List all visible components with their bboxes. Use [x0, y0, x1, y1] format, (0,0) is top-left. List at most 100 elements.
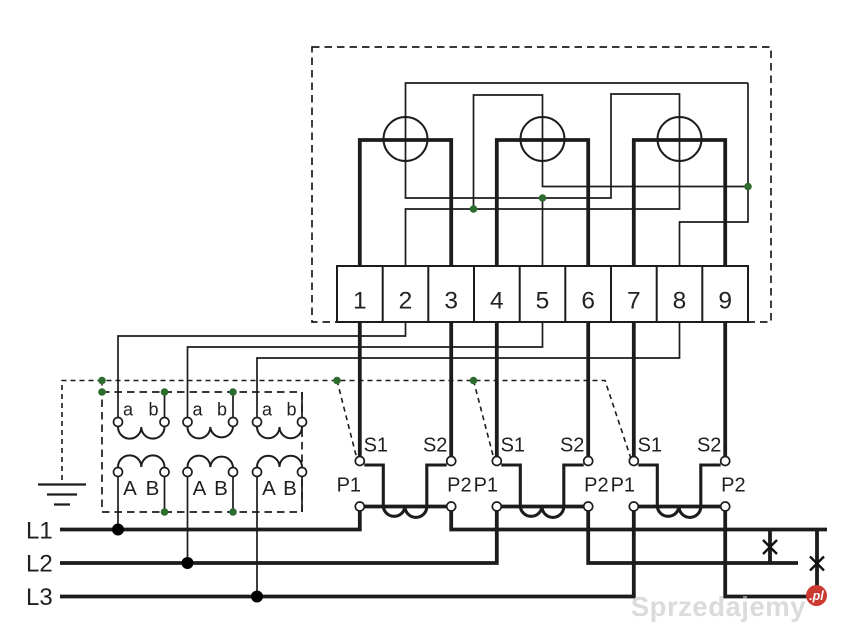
link-x-marks [762, 539, 825, 572]
terminal-label-6: 6 [581, 288, 595, 315]
meter-elements [382, 116, 703, 162]
ct3-terminal-p1 [628, 501, 640, 512]
vt3-terminal-A [251, 466, 263, 478]
phase-line-l3 [60, 511, 817, 599]
ct2-secondary-path [501, 463, 584, 519]
phase-busbars: L1 L2 L3 [26, 511, 827, 611]
voltage-leads [117, 322, 681, 418]
junction-dot [744, 182, 752, 191]
terminal-label-4: 4 [490, 288, 504, 315]
watermark: Sprzedajemy .pl [631, 585, 827, 622]
junction-dot [160, 508, 169, 516]
junction-dot [469, 205, 478, 213]
voltage-transformer-1: a b A B [112, 400, 170, 500]
meter-element-1 [382, 116, 429, 162]
ct1-label-p1: P1 [337, 475, 361, 497]
vt3-primary-winding [256, 454, 303, 468]
ct1-terminal-s1 [354, 455, 366, 467]
junction-dot [469, 376, 478, 385]
phase-line-l1 [60, 511, 827, 532]
vt2-secondary-winding [186, 426, 234, 440]
ct1-terminal-p1 [354, 501, 366, 512]
terminal-label-1: 1 [353, 288, 367, 315]
vt1-label-A: A [123, 477, 137, 500]
terminal-label-8: 8 [673, 288, 687, 315]
voltage-transformer-box: a b A B a b A B a b A B [98, 388, 308, 597]
junction-dot [98, 376, 106, 385]
ct2-terminal-s1 [491, 455, 503, 467]
meter-element-3 [656, 116, 703, 162]
voltage-net-middle-branch [472, 94, 748, 209]
watermark-pl-badge [806, 585, 827, 606]
earth-symbol [38, 483, 86, 506]
terminal-labels: 1 2 3 4 5 6 7 8 9 [353, 288, 732, 315]
vt2-terminal-B [227, 466, 239, 478]
junction-dot [538, 194, 547, 202]
junction-dot [333, 376, 341, 385]
lead-terminal8-to-vt3 [256, 322, 681, 418]
vt1-primary-winding [117, 454, 166, 468]
vt2-terminal-b [227, 416, 239, 428]
lead-terminal2-to-vt1 [117, 322, 407, 418]
junction-dot-black [251, 590, 263, 603]
vt2-label-b: b [217, 400, 227, 420]
ct1-secondary-path [364, 463, 447, 519]
current-transformer-3: S1 S2 P1 P2 [611, 435, 746, 519]
phase-line-l2 [60, 511, 798, 565]
current-transformer-1: S1 S2 P1 P2 [337, 435, 472, 519]
ct2-label-p2: P2 [584, 475, 608, 497]
vt3-label-B: B [283, 477, 297, 500]
vt2-label-a: a [192, 400, 203, 420]
terminal-label-5: 5 [536, 288, 550, 315]
ct-secondary-risers [357, 322, 728, 457]
terminal-label-2: 2 [399, 288, 413, 315]
junction-dot [160, 388, 169, 396]
ct1-terminal-p2 [445, 501, 457, 512]
junction-dot-black [181, 557, 194, 569]
ct2-terminal-p2 [582, 501, 594, 512]
junction-dot-black [112, 523, 124, 536]
vt1-label-b: b [148, 400, 158, 420]
voltage-transformer-3: a b A B [251, 400, 308, 500]
vt3-label-A: A [262, 477, 276, 500]
terminal-label-3: 3 [444, 288, 458, 315]
vt3-terminal-B [296, 466, 308, 478]
voltage-transformer-2: a b A B [182, 400, 239, 500]
vt3-terminal-a [251, 416, 263, 428]
earth-branch-ct2 [472, 380, 495, 458]
ct1-label-s1: S1 [364, 435, 388, 457]
vt1-secondary-winding [117, 426, 166, 440]
vt3-terminal-b [296, 416, 308, 428]
earth-branch-ct1 [336, 380, 358, 458]
vt2-terminal-a [182, 416, 193, 428]
ct3-label-p1: P1 [611, 475, 635, 497]
vt3-secondary-winding [256, 426, 303, 440]
vt-b-stubs [163, 392, 303, 418]
vt3-label-a: a [262, 400, 273, 420]
ct3-label-p2: P2 [721, 475, 745, 497]
ct2-terminal-p1 [491, 501, 503, 512]
terminal-label-7: 7 [627, 288, 641, 315]
watermark-text: Sprzedajemy [631, 591, 806, 622]
ct3-terminal-p2 [719, 501, 731, 512]
ct1-label-p2: P2 [447, 475, 471, 497]
vt-A-drops [117, 476, 258, 597]
junction-dot [98, 388, 106, 396]
meter-voltage-wiring [404, 82, 749, 266]
phase-label-l3: L3 [26, 584, 53, 611]
watermark-tld: .pl [809, 589, 824, 603]
current-transformer-2: S1 S2 P1 P2 [474, 435, 609, 519]
earth-bus-dashed [61, 379, 632, 480]
vt1-terminal-b [159, 416, 170, 428]
ct2-label-p1: P1 [474, 475, 498, 497]
junction-dot [229, 388, 237, 396]
vt1-terminal-B [159, 466, 170, 478]
vt1-label-B: B [146, 477, 160, 500]
junction-dot [229, 508, 237, 516]
terminal-dividers [381, 266, 704, 322]
vt1-label-a: a [123, 400, 134, 420]
ct2-terminal-s2 [582, 455, 594, 467]
ct1-label-s2: S2 [423, 435, 447, 457]
